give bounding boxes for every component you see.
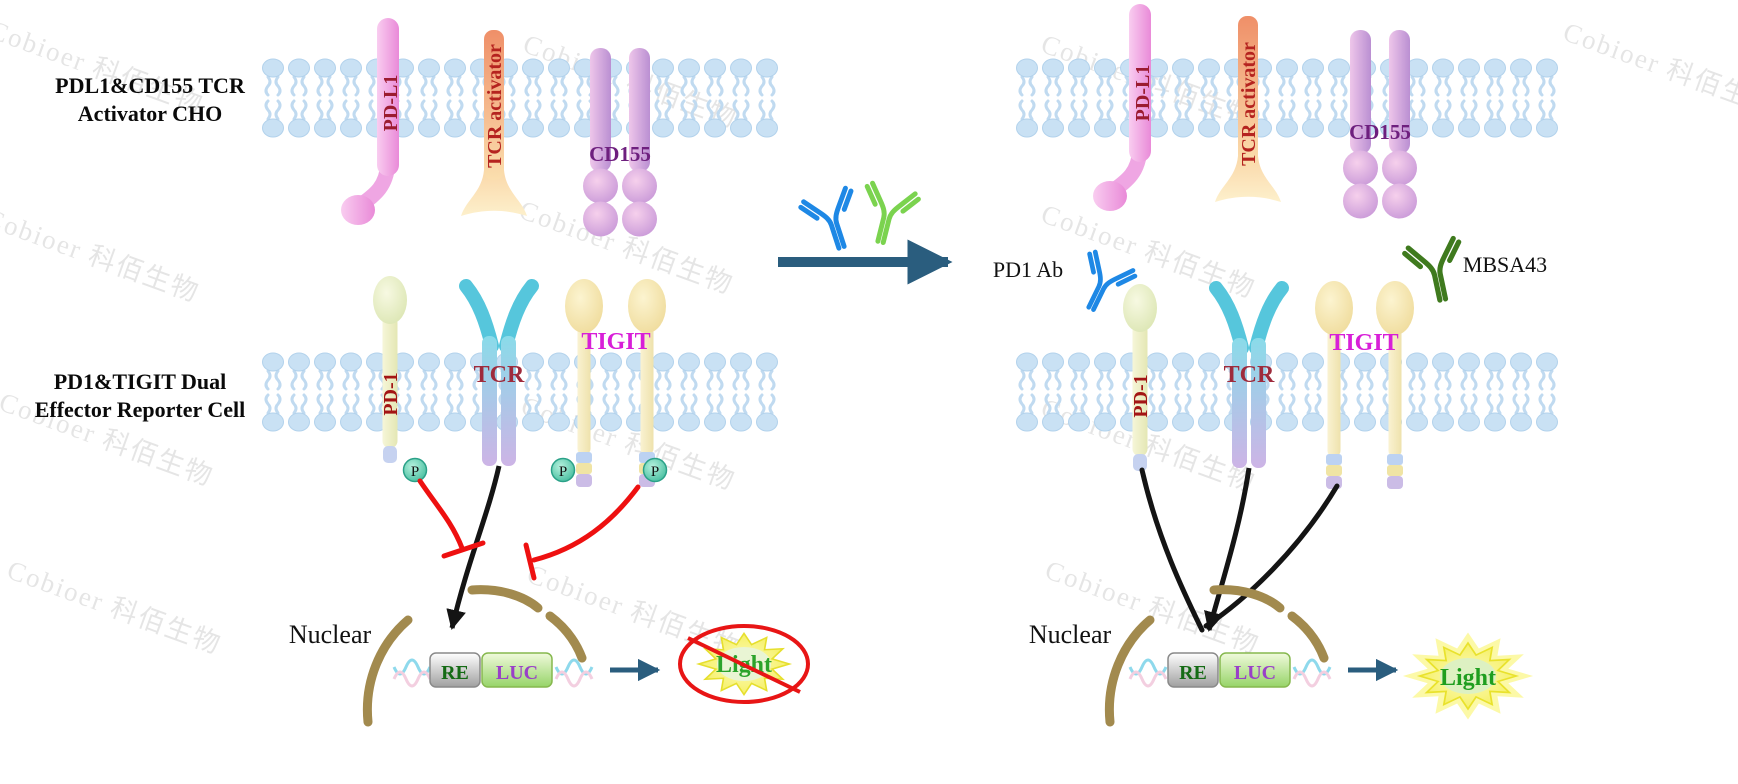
luc-label-left: LUC [496, 662, 538, 684]
dna-strand-left-1 [392, 658, 432, 688]
pd1-label-left: PD-1 [380, 372, 402, 415]
phospho-circle-pd1 [402, 457, 428, 483]
no-light-slash [687, 636, 801, 694]
cd155-label-left: CD155 [589, 142, 651, 166]
tcr-activator-label-left: TCR activator [484, 44, 506, 168]
antibody-green-icon-middle [855, 182, 920, 248]
nuclear-label-left: Nuclear [289, 620, 372, 649]
phospho-label-tigit-1: P [559, 464, 567, 480]
cho-membrane-right [1014, 58, 1560, 138]
inhibition-line-tigit [531, 484, 641, 563]
dna-strand-right-2 [1292, 658, 1332, 688]
light-label-right: Light [1440, 665, 1496, 691]
dna-strand-left-2 [554, 658, 594, 688]
tcr-signal-arrow-left [446, 465, 502, 630]
cd155-label-right: CD155 [1349, 120, 1411, 144]
pdl1-label-left: PD-L1 [380, 75, 402, 132]
phospho-label-pd1: P [411, 464, 419, 480]
no-light-circle [678, 624, 810, 704]
mbsa43-label: MBSA43 [1463, 252, 1547, 277]
reporter-cell-label-line1: PD1&TIGIT Dual [54, 369, 227, 394]
reporter-cell-label-line2: Effector Reporter Cell [35, 397, 246, 422]
re-box-left [429, 652, 481, 688]
tcr-activator-label-right: TCR activator [1238, 42, 1260, 166]
reporter-membrane-left [262, 352, 782, 432]
phospho-circle-tigit-2 [642, 457, 668, 483]
dna-strand-right-1 [1128, 658, 1168, 688]
signal-line-tigit-right [1203, 483, 1340, 629]
tigit-label-left: TIGIT [581, 329, 650, 355]
inhibition-bar-pd1 [441, 540, 486, 559]
phospho-circle-tigit-1 [550, 457, 576, 483]
pdl1-label-right: PD-L1 [1132, 65, 1154, 122]
pd1-label-right: PD-1 [1130, 374, 1152, 417]
reporter-membrane-right [1014, 352, 1560, 432]
luc-box-left [481, 652, 553, 688]
nuclear-label-right: Nuclear [1029, 620, 1112, 649]
mbsa43-antibody-icon-right [1404, 238, 1470, 306]
pd1-ab-label: PD1 Ab [993, 257, 1063, 282]
signal-line-pd1-right [1139, 467, 1205, 633]
light-burst-core-right [1440, 658, 1496, 694]
signal-arrow-tcr-right [1204, 467, 1252, 632]
inhibition-bar-tigit [523, 542, 537, 581]
inhibition-line-pd1 [417, 478, 465, 551]
luc-box-right [1219, 652, 1291, 688]
cho-cell-label-line2: Activator CHO [78, 101, 222, 126]
tcr-label-right: TCR [1224, 362, 1275, 388]
re-label-left: RE [441, 662, 469, 684]
re-box-right [1167, 652, 1219, 688]
luc-label-right: LUC [1234, 662, 1276, 684]
cho-membrane-left [262, 58, 782, 138]
re-label-right: RE [1179, 662, 1207, 684]
light-indicator: Light [1402, 632, 1534, 720]
tcr-label-left: TCR [474, 362, 525, 388]
no-light-indicator: Light [678, 624, 810, 704]
antibody-blue-icon-middle [799, 187, 866, 256]
phospho-label-tigit-2: P [651, 464, 659, 480]
tigit-label-right: TIGIT [1329, 330, 1398, 356]
cho-cell-label-line1: PDL1&CD155 TCR [55, 73, 246, 98]
